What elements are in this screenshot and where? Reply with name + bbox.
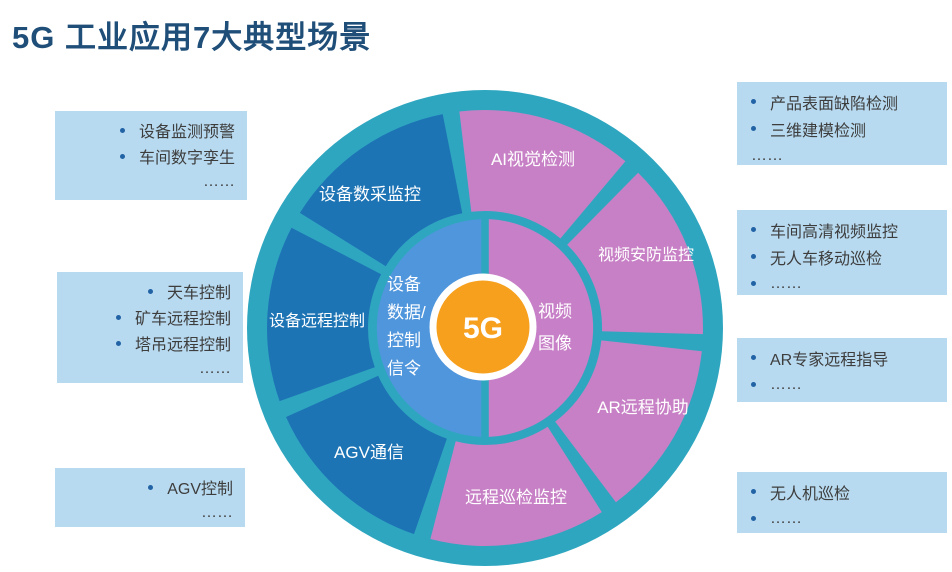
bullet-icon [751, 99, 756, 104]
list-item: 设备监测预警 [55, 117, 247, 143]
segment-remote-patrol-monitoring [430, 426, 602, 546]
segment-ar-remote-assist [555, 340, 702, 503]
list-item-text: 矿车远程控制 [134, 311, 231, 328]
right-box-ai-inspection: 产品表面缺陷检测 三维建模检测 …… [737, 82, 947, 165]
list-item: 车间高清视频监控 [737, 216, 947, 243]
list-item-text: AGV控制 [167, 481, 233, 498]
left-box-device-monitoring: 设备监测预警 车间数字孪生 …… [55, 111, 247, 200]
segment-video-security-monitoring [567, 172, 703, 335]
right-box-ar-guidance: AR专家远程指导 …… [737, 338, 947, 402]
list-item: …… [55, 169, 247, 195]
list-item: 矿车远程控制 [57, 304, 243, 330]
bullet-icon [751, 489, 756, 494]
list-item: 天车控制 [57, 278, 243, 304]
inner-left-label-line: 信令 [387, 359, 421, 378]
list-item-text: 无人机巡检 [770, 485, 851, 503]
ellipsis-text: …… [751, 146, 783, 164]
bullet-icon [751, 281, 756, 286]
segment-label: 设备远程控制 [269, 312, 365, 330]
list-item-text: 产品表面缺陷检测 [770, 95, 899, 113]
list-item-text: AR专家远程指导 [770, 351, 889, 369]
ellipsis-text: …… [770, 274, 802, 292]
list-item: AGV控制 [55, 474, 245, 500]
list-item: 无人车移动巡检 [737, 243, 947, 270]
bullet-icon [751, 254, 756, 259]
list-item: 三维建模检测 [737, 115, 947, 142]
segment-agv-communication [286, 375, 447, 535]
list-item-text: 设备监测预警 [138, 124, 235, 141]
list-item: 塔吊远程控制 [57, 330, 243, 356]
list-item: …… [55, 500, 245, 526]
segment-device-remote-control [267, 227, 382, 402]
right-box-video-surveillance: 车间高清视频监控 无人车移动巡检 …… [737, 210, 947, 295]
inner-half-video-image [488, 219, 594, 437]
center-5g-circle [429, 273, 537, 381]
bullet-icon [751, 126, 756, 131]
list-item: …… [737, 371, 947, 398]
list-item: …… [57, 356, 243, 382]
list-item: 无人机巡检 [737, 478, 947, 505]
segment-label: AR远程协助 [597, 398, 689, 417]
inner-half-device-data [376, 219, 482, 437]
ellipsis-text: …… [201, 504, 233, 521]
segment-label: AI视觉检测 [491, 150, 575, 169]
bullet-icon [751, 227, 756, 232]
list-item-text: 车间数字孪生 [138, 150, 235, 167]
ellipsis-text: …… [199, 360, 231, 377]
bullet-icon [115, 314, 121, 320]
segment-label: 视频安防监控 [598, 246, 694, 264]
list-item: 产品表面缺陷检测 [737, 88, 947, 115]
inner-left-label-line: 控制 [387, 331, 421, 350]
bullet-icon [115, 340, 121, 346]
page-title: 5G 工业应用7大典型场景 [12, 20, 372, 55]
bullet-icon [147, 288, 153, 294]
center-5g-label: 5G [463, 312, 503, 345]
list-item-text: 无人车移动巡检 [770, 250, 883, 268]
segment-label: 设备数采监控 [319, 185, 421, 204]
inner-right-label-line: 图像 [538, 334, 572, 353]
list-item-text: 天车控制 [166, 285, 231, 302]
left-box-agv: AGV控制 …… [55, 468, 245, 527]
inner-right-label-line: 视频 [538, 302, 572, 321]
list-item: …… [737, 142, 947, 169]
list-item-text: 塔吊远程控制 [134, 337, 231, 354]
segment-device-data-monitoring [299, 114, 463, 267]
list-item: …… [737, 270, 947, 297]
list-item: …… [737, 505, 947, 532]
segment-ai-visual-inspection [459, 110, 626, 239]
ellipsis-text: …… [770, 509, 802, 527]
list-item-text: 三维建模检测 [770, 122, 867, 140]
list-item-text: 车间高清视频监控 [770, 223, 899, 241]
bullet-icon [148, 484, 154, 490]
list-item: AR专家远程指导 [737, 344, 947, 371]
left-box-remote-control: 天车控制 矿车远程控制 塔吊远程控制 …… [57, 272, 243, 383]
bullet-icon [751, 516, 756, 521]
segment-label: AGV通信 [334, 443, 404, 462]
wheel-diagram: 5G AI视觉检测 视频安防监控 AR远程协助 远程巡检监控 AGV通信 设备远… [247, 90, 723, 566]
bullet-icon [119, 153, 125, 159]
bullet-icon [751, 382, 756, 387]
bullet-icon [119, 127, 125, 133]
inner-left-label-line: 设备 [387, 275, 421, 294]
right-box-drone-inspection: 无人机巡检 …… [737, 472, 947, 533]
inner-left-label-line: 数据/ [387, 303, 426, 322]
ellipsis-text: …… [203, 173, 235, 190]
list-item: 车间数字孪生 [55, 143, 247, 169]
bullet-icon [751, 355, 756, 360]
segment-label: 远程巡检监控 [465, 488, 567, 507]
ellipsis-text: …… [770, 375, 802, 393]
